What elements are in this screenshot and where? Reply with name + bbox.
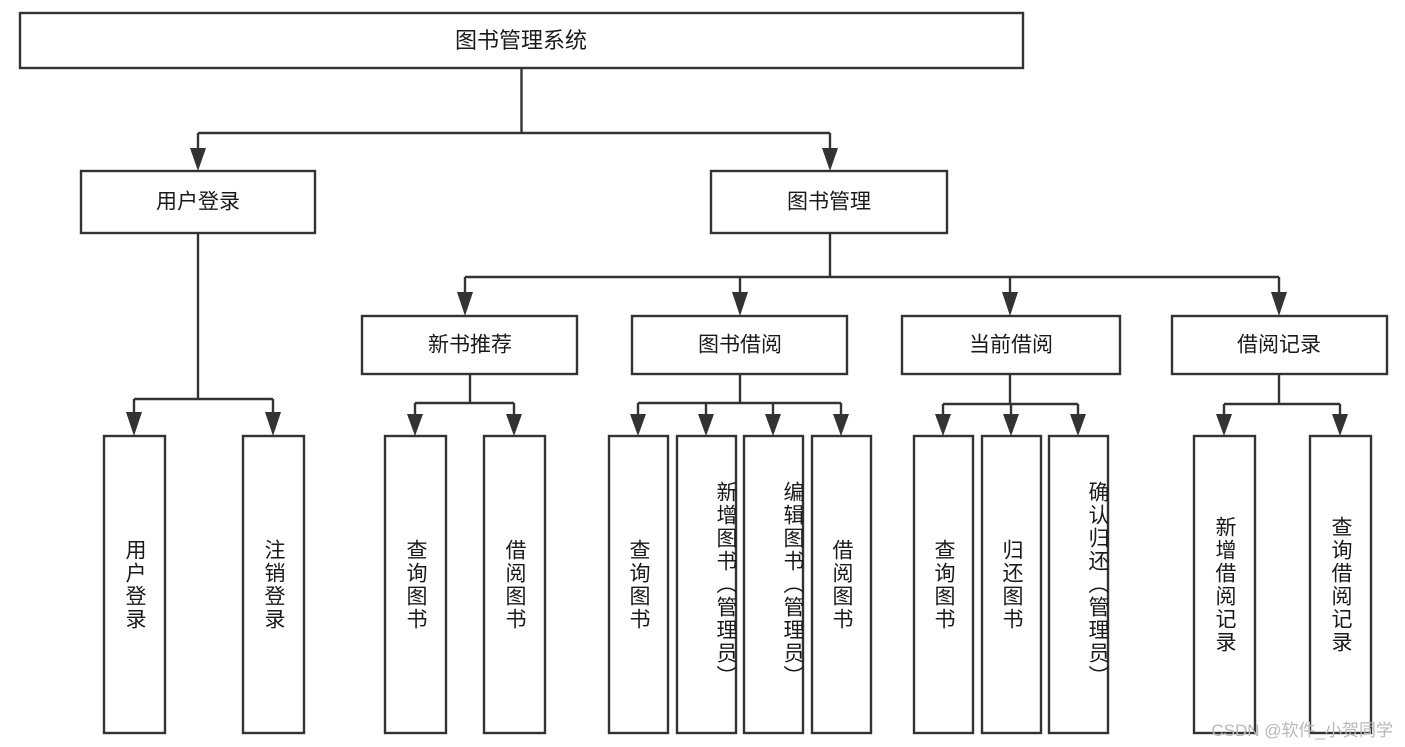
leaf-rect-user-logout (241, 434, 306, 735)
connector-borrowrecord-to-leaves (1216, 374, 1348, 436)
node-current-borrow-label: 当前借阅 (969, 334, 1053, 357)
leaf-rect-user-login (102, 434, 167, 735)
leaf-rects (102, 434, 1373, 735)
node-root-label: 图书管理系统 (455, 28, 587, 53)
node-current-borrow[interactable]: 当前借阅 (900, 314, 1122, 376)
node-book-borrow-label: 图书借阅 (698, 334, 782, 357)
node-root[interactable]: 图书管理系统 (18, 11, 1025, 70)
node-user-login-label: 用户登录 (156, 191, 240, 214)
leaf-rect-query-book-current (912, 434, 975, 735)
leaf-rect-query-borrow-record (1308, 434, 1373, 735)
node-borrow-record-label: 借阅记录 (1237, 334, 1321, 357)
leaf-rect-confirm-return-admin (1047, 434, 1110, 735)
leaf-rect-borrow-book-rec (482, 434, 547, 735)
node-user-login[interactable]: 用户登录 (79, 169, 317, 235)
leaf-rect-query-book-rec (383, 434, 448, 735)
leaf-rect-add-book-admin (675, 434, 738, 735)
node-book-management[interactable]: 图书管理 (709, 169, 949, 235)
leaf-rect-edit-book-admin (742, 434, 805, 735)
leaf-rect-add-borrow-record (1192, 434, 1257, 735)
leaf-rect-borrow-book (810, 434, 873, 735)
node-new-book-recommend-label: 新书推荐 (428, 334, 512, 357)
leaf-rect-return-book (980, 434, 1043, 735)
node-book-borrow[interactable]: 图书借阅 (630, 314, 849, 376)
node-book-management-label: 图书管理 (787, 191, 871, 214)
connector-userlogin-to-leaves (126, 233, 281, 436)
connector-root-to-level2 (190, 68, 838, 171)
leaf-rect-query-book-borrow (607, 434, 670, 735)
connector-currentborrow-to-leaves (935, 374, 1086, 436)
node-new-book-recommend[interactable]: 新书推荐 (360, 314, 579, 376)
connector-bookmgmt-to-level3 (457, 233, 1287, 316)
connector-bookborrow-to-leaves (630, 374, 849, 436)
node-borrow-record[interactable]: 借阅记录 (1170, 314, 1389, 376)
connector-newbook-to-leaves (407, 374, 522, 436)
